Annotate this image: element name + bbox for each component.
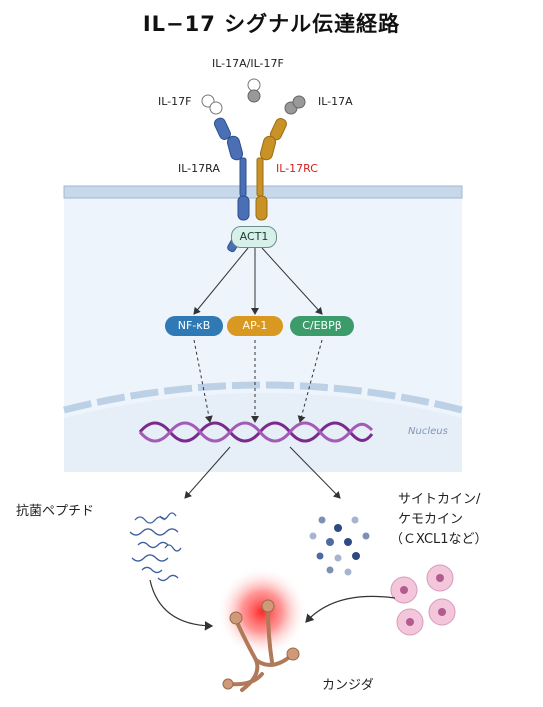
arrow-dna-peptides	[184, 446, 231, 499]
ligand-label-il17a: IL-17A	[318, 95, 353, 108]
inflammation-glow	[217, 567, 307, 657]
il17a-ligand-icon	[284, 95, 306, 115]
ligand-label-heterodimer: IL-17A/IL-17F	[212, 57, 284, 70]
il17a-il17f-ligand-icon	[247, 78, 261, 103]
output-cytokines-line3: （ＣXCL1など）	[390, 532, 488, 547]
tf-ap1: AP-1	[227, 316, 283, 336]
diagram-title: IL−17 シグナル伝達経路	[142, 12, 401, 36]
arrow-dna-cytokines	[289, 446, 341, 499]
tf-cebpb: C/EBPβ	[290, 316, 354, 336]
il17f-ligand-icon	[201, 94, 223, 115]
nuclear-envelope	[63, 381, 463, 414]
candida-cells-icon	[222, 599, 300, 690]
receptor-label-rc: IL-17RC	[276, 162, 318, 175]
output-antimicrobial-peptides: 抗菌ペプチド	[16, 504, 95, 519]
arrow-act1-nfkb	[193, 247, 249, 315]
nucleus-label: Nucleus	[408, 426, 448, 437]
cytokine-dots-icon	[309, 516, 370, 576]
act1-node: ACT1	[231, 226, 277, 248]
dna-helix-icon	[138, 421, 374, 443]
ligand-label-il17f: IL-17F	[158, 95, 192, 108]
arrow-nfkb-dna	[193, 339, 213, 423]
output-cytokines-line1: サイトカイン/	[398, 492, 481, 507]
arrow-cebpb-dna	[297, 339, 323, 423]
arrow-cells-candida	[305, 595, 396, 623]
antimicrobial-peptide-icon	[129, 512, 182, 582]
tf-nfkb: NF-κB	[165, 316, 223, 336]
neutrophil-cells-icon	[390, 564, 456, 636]
target-candida-label: カンジダ	[322, 678, 374, 693]
output-cytokines-line2: ケモカイン	[398, 512, 464, 527]
receptor-label-ra: IL-17RA	[178, 162, 220, 175]
arrow-act1-cebpb	[261, 247, 323, 315]
arrow-peptides-candida	[149, 579, 214, 631]
il17rc-receptor	[255, 118, 287, 221]
